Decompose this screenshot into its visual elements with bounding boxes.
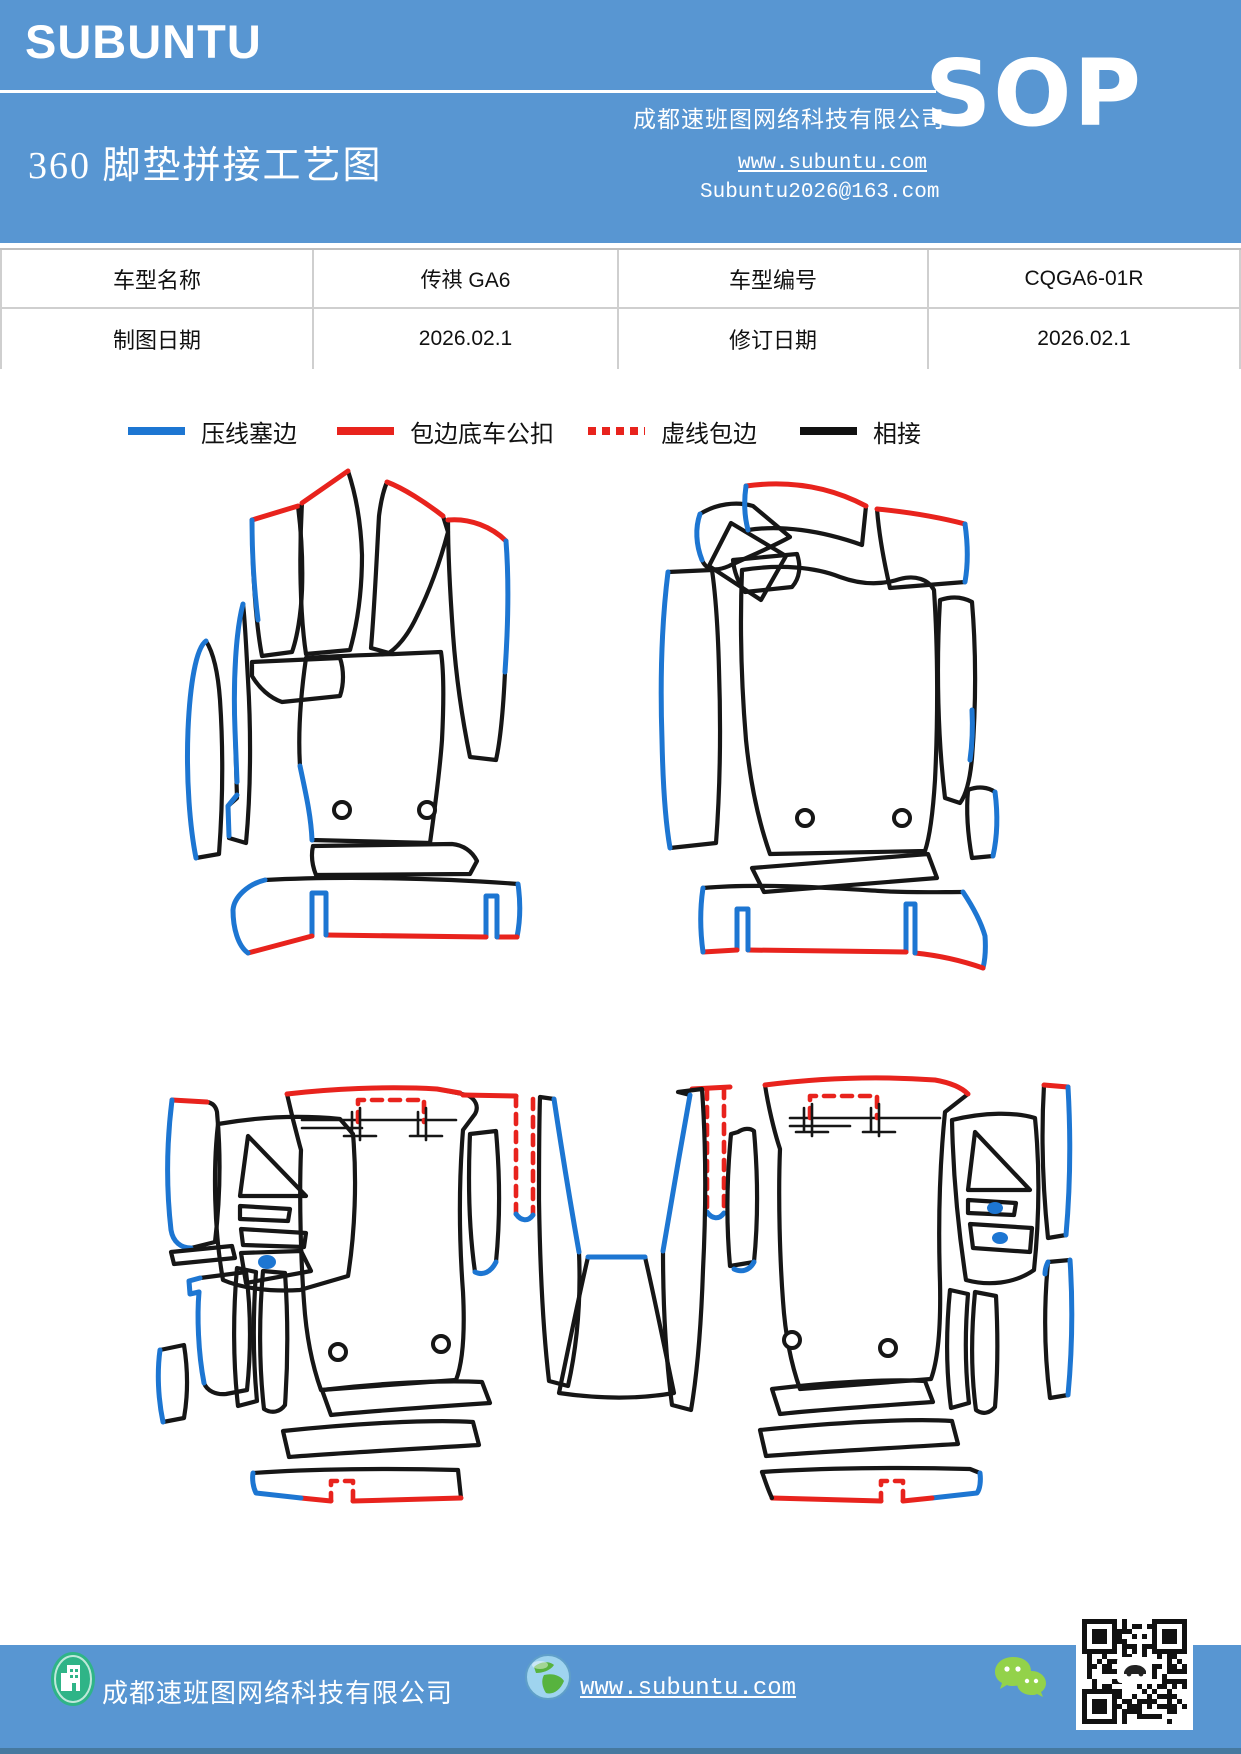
legend-label: 相接: [873, 421, 921, 448]
rear-mat-right: [660, 1075, 1075, 1504]
header-band: SUBUNTU 成都速班图网络科技有限公司 SOP 360 脚垫拼接工艺图 ww…: [0, 0, 1241, 243]
website-link[interactable]: www.subuntu.com: [738, 152, 928, 175]
footer-website-link[interactable]: www.subuntu.com: [580, 1675, 797, 1702]
model-name-label: 车型名称: [0, 250, 314, 309]
qr-center-logo: [1117, 1657, 1152, 1683]
model-code-value: CQGA6-01R: [929, 250, 1241, 309]
legend-item-blue: 压线塞边: [128, 414, 297, 448]
legend-item-red: 包边底车公扣: [337, 414, 554, 448]
wechat-icon: [995, 1657, 1046, 1697]
building-icon: [51, 1652, 95, 1706]
legend-label: 压线塞边: [201, 421, 297, 448]
legend-item-dotted: 虚线包边: [588, 414, 757, 448]
revise-date-value: 2026.02.1: [929, 309, 1241, 369]
red-line-swatch: [337, 427, 394, 435]
dotted-line-swatch: [588, 427, 645, 435]
model-name-value: 传祺 GA6: [314, 250, 619, 309]
legend-item-black: 相接: [800, 414, 921, 448]
qr-grid: [1082, 1619, 1187, 1724]
brand-logo: SUBUNTU: [25, 15, 262, 68]
draw-date-label: 制图日期: [0, 309, 314, 369]
email-address: Subuntu2026@163.com: [700, 181, 940, 204]
rear-mat-left: [155, 1085, 677, 1504]
footer-bottom-edge: [0, 1748, 1241, 1754]
page-title: 360 脚垫拼接工艺图: [28, 145, 383, 187]
qr-code: [1076, 1613, 1193, 1730]
sop-label: SOP: [925, 40, 1143, 147]
legend: 压线塞边 包边底车公扣 虚线包边 相接: [0, 414, 1241, 448]
header-divider: [0, 90, 936, 93]
footer-company-name: 成都速班图网络科技有限公司: [102, 1679, 454, 1708]
model-code-label: 车型编号: [619, 250, 929, 309]
front-mat-left: [184, 468, 523, 956]
vehicle-info-table: 车型名称 传祺 GA6 车型编号 CQGA6-01R 制图日期 2026.02.…: [0, 248, 1241, 369]
globe-icon: [525, 1654, 571, 1700]
blue-line-swatch: [128, 427, 185, 435]
company-name: 成都速班图网络科技有限公司: [633, 107, 945, 132]
legend-label: 虚线包边: [661, 421, 757, 448]
footer-band: 成都速班图网络科技有限公司 www.subuntu.com: [0, 1645, 1241, 1754]
draw-date-value: 2026.02.1: [314, 309, 619, 369]
black-line-swatch: [800, 427, 857, 435]
front-mat-right: [658, 481, 1000, 971]
legend-label: 包边底车公扣: [410, 421, 554, 448]
revise-date-label: 修订日期: [619, 309, 929, 369]
floor-mat-diagrams: [155, 468, 1075, 1504]
